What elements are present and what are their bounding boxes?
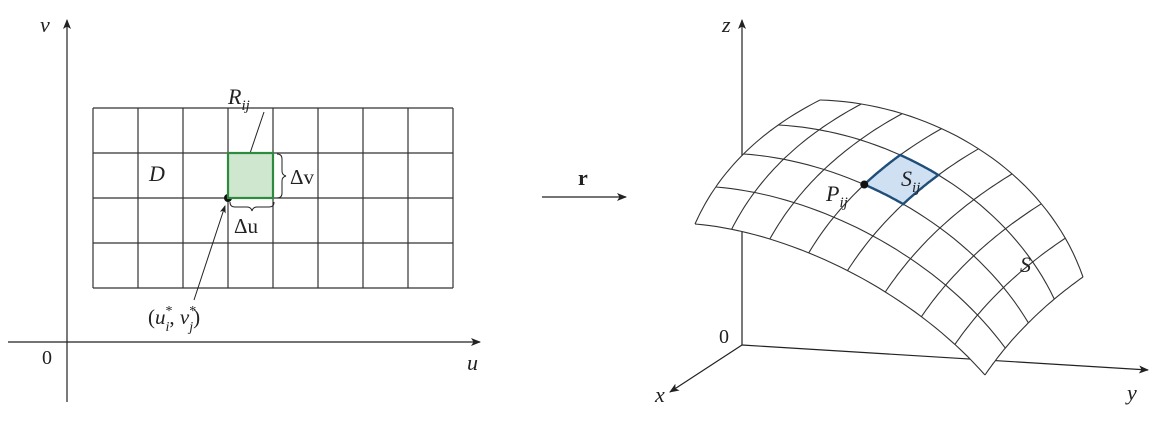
sample-point-pointer-arrow [193, 205, 226, 301]
rij-main: R [227, 84, 242, 109]
surface-s-label: S [1020, 252, 1031, 277]
delta-v-brace [276, 153, 287, 199]
surface-grid-curve-t [954, 237, 1066, 345]
origin-label-3d: 0 [719, 326, 729, 348]
delta-u-brace [229, 201, 275, 212]
surface-fill [695, 100, 1083, 375]
v-axis-label: v [40, 12, 50, 37]
delta-v-label: Δv [290, 165, 315, 189]
surface-grid-curve-t [920, 203, 1042, 318]
x-axis [669, 344, 743, 393]
surface-grid-curve-t [984, 276, 1084, 376]
surface-s [694, 99, 1084, 376]
surface-grid-curve-t [731, 103, 862, 230]
point-pij [860, 180, 869, 189]
surface-grid-curve-t [694, 99, 821, 225]
y-axis [741, 344, 1149, 374]
mapping-label: r [578, 165, 588, 190]
uv-plane: v u 0 D Rij Δv Δu (u*i, v*j) [8, 12, 481, 402]
pij-label: Pij [825, 181, 848, 211]
mapping-r: r [542, 165, 627, 201]
patch-sij-outline [862, 153, 941, 206]
u-axis-label: u [467, 350, 478, 375]
region-d-label: D [148, 161, 165, 186]
x-axis-label: x [654, 382, 665, 407]
origin-label: 0 [42, 347, 52, 369]
sij-label: Sij [901, 166, 920, 196]
rij-label: Rij [227, 84, 250, 114]
surface-grid-curve-t [884, 173, 1013, 293]
rij-sub: ij [241, 98, 249, 114]
z-axis-label: z [721, 12, 731, 37]
patch-sij-fill [864, 155, 939, 205]
surface-grid-curve-t [769, 113, 903, 240]
sample-point-label: (u*i, v*j) [148, 304, 200, 335]
rect-rij [226, 151, 275, 200]
delta-u-label: Δu [234, 214, 259, 238]
y-axis-label: y [1125, 380, 1137, 405]
xyz-space: z x y 0 Pij Sij S [654, 12, 1149, 407]
